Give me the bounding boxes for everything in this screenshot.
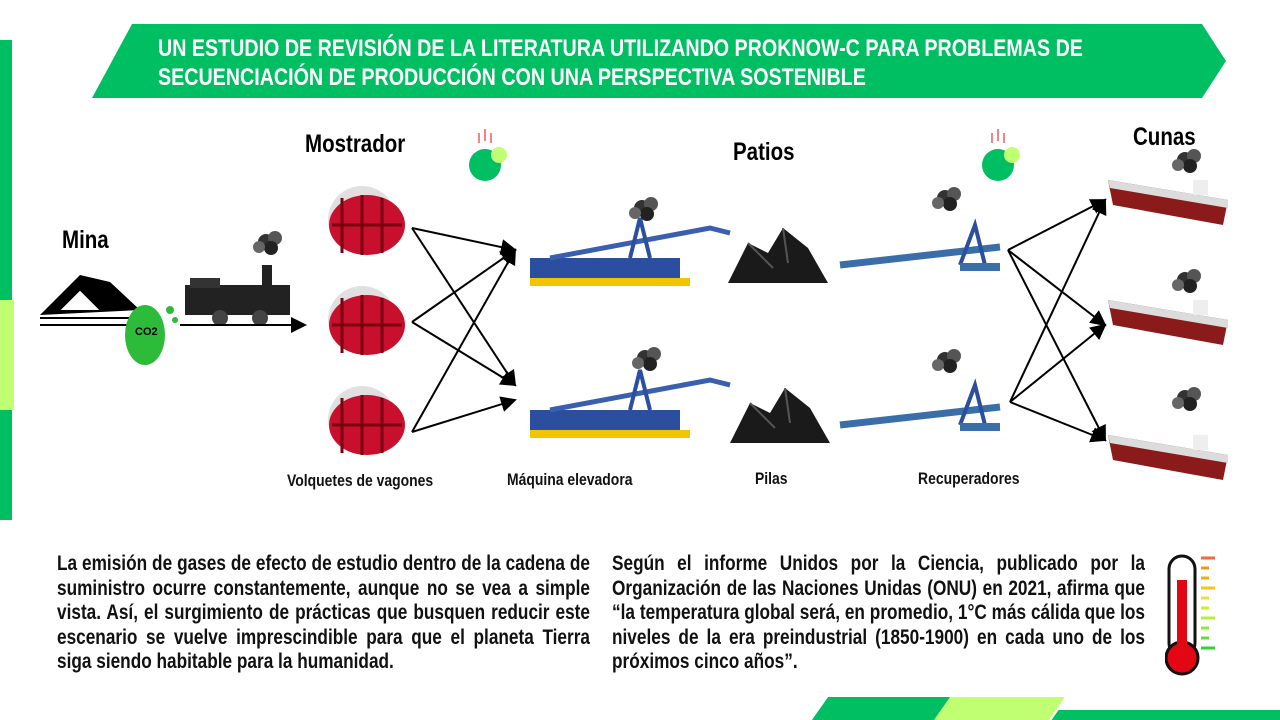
title-line-2: SECUENCIACIÓN DE PRODUCCIÓN CON UNA PERS… xyxy=(158,64,866,91)
thermometer-icon xyxy=(1165,554,1215,676)
wagon-dumper-icon xyxy=(326,184,407,257)
smoke-icon xyxy=(1172,387,1201,411)
sublabel-recuperadores: Recuperadores xyxy=(918,469,1020,488)
coal-pile-icon xyxy=(729,387,831,444)
ship-icon xyxy=(1108,300,1228,345)
bottom-stripe-2 xyxy=(933,697,1066,720)
stage-label-mina: Mina xyxy=(62,226,109,254)
sublabel-pilas: Pilas xyxy=(755,469,788,488)
title-line-1: UN ESTUDIO DE REVISIÓN DE LA LITERATURA … xyxy=(158,35,1083,62)
left-accent-bar-light xyxy=(0,300,14,410)
mine-icon xyxy=(40,275,140,326)
bottom-stripe-3 xyxy=(1051,710,1280,720)
smoke-icon xyxy=(932,187,961,211)
paragraph-right: Según el informe Unidos por la Ciencia, … xyxy=(612,552,1145,673)
co2-footprint-icon: CO2 xyxy=(125,305,178,365)
stage-label-patios: Patios xyxy=(733,138,795,166)
supply-chain-diagram: CO2 xyxy=(40,128,1228,480)
page-title: UN ESTUDIO DE REVISIÓN DE LA LITERATURA … xyxy=(158,34,1280,92)
stacker-icon xyxy=(530,370,730,438)
ship-icon xyxy=(1108,180,1228,225)
sublabel-maquina: Máquina elevadora xyxy=(507,470,633,489)
smoke-icon xyxy=(629,197,658,221)
coal-pile-icon xyxy=(727,227,829,284)
paragraph-left: La emisión de gases de efecto de estudio… xyxy=(57,552,590,673)
reclaimer-icon xyxy=(840,385,1000,431)
smoke-icon xyxy=(632,347,661,371)
stage-label-mostrador: Mostrador xyxy=(305,130,406,158)
co2-cloud-icon xyxy=(468,128,508,182)
co2-cloud-icon xyxy=(981,128,1021,182)
smoke-icon xyxy=(1172,149,1201,173)
stage-label-cunas: Cunas xyxy=(1133,123,1196,151)
reclaimer-icon xyxy=(840,225,1000,271)
train-icon xyxy=(185,265,290,326)
title-banner xyxy=(92,24,1226,98)
stacker-icon xyxy=(530,218,730,286)
flow-arrows xyxy=(411,198,1107,443)
smoke-icon xyxy=(1172,269,1201,293)
ship-icon xyxy=(1108,435,1228,480)
smoke-icon xyxy=(253,231,282,255)
bottom-stripe-1 xyxy=(811,697,954,720)
wagon-dumper-icon xyxy=(326,284,407,357)
wagon-dumper-icon xyxy=(326,384,407,457)
svg-text:CO2: CO2 xyxy=(135,326,158,338)
sublabel-volquetes: Volquetes de vagones xyxy=(287,471,434,490)
smoke-icon xyxy=(932,349,961,373)
